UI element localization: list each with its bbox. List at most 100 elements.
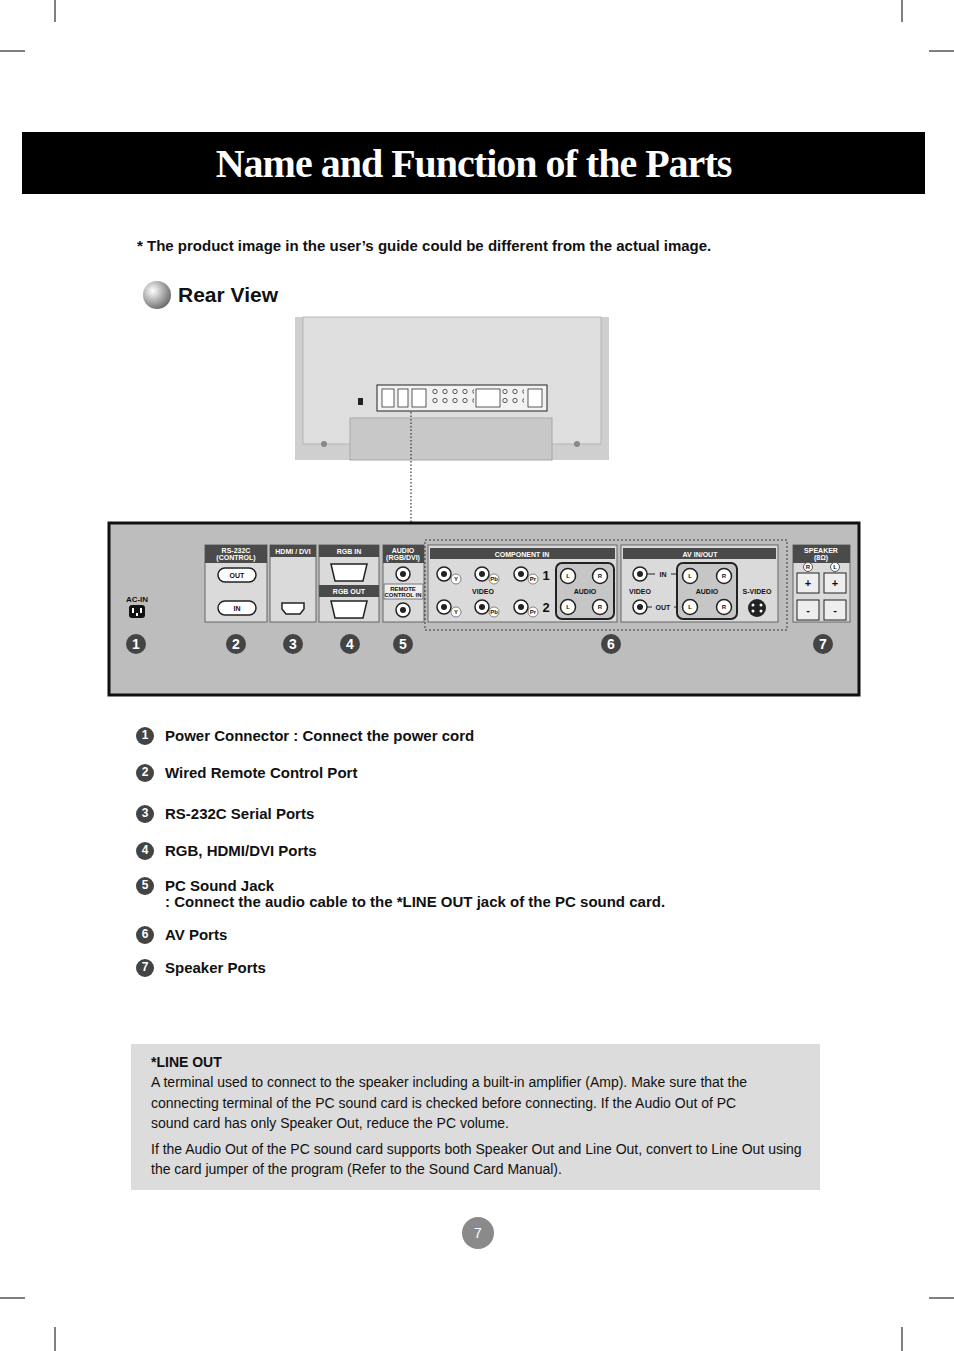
rear-photo bbox=[398, 389, 408, 407]
callout-number: 7 bbox=[819, 636, 827, 652]
hdmi-block bbox=[270, 545, 316, 557]
jack bbox=[528, 574, 538, 584]
section-heading: Rear View bbox=[178, 283, 278, 307]
jack bbox=[561, 569, 576, 584]
component-block bbox=[428, 545, 617, 622]
speaker-block bbox=[824, 600, 846, 620]
speaker-block bbox=[793, 545, 850, 563]
port-label: R bbox=[806, 564, 810, 570]
rs232c-block bbox=[205, 545, 267, 622]
component-block bbox=[428, 545, 617, 622]
port-group-title: AUDIO (RGB/DVI) bbox=[383, 547, 423, 561]
crop-mark bbox=[0, 51, 25, 52]
av-block bbox=[760, 610, 763, 613]
port-label: Y bbox=[454, 609, 458, 615]
component-block bbox=[556, 563, 614, 619]
port-label: VIDEO bbox=[472, 588, 494, 595]
list-bullet bbox=[136, 727, 154, 745]
jack bbox=[479, 604, 485, 610]
port-group-title: HDMI / DVI bbox=[275, 548, 310, 555]
port-label: S-VIDEO bbox=[743, 588, 772, 595]
port-group-title: AV IN/OUT bbox=[683, 551, 718, 558]
rear-panel: AC-INRS-232C (CONTROL)OUTINHDMI / DVIRGB… bbox=[109, 523, 859, 695]
list-number: 1 bbox=[142, 729, 149, 743]
rear-photo bbox=[412, 389, 426, 407]
port-label: Pb bbox=[490, 609, 498, 615]
jack bbox=[437, 600, 451, 614]
section-bullet bbox=[143, 281, 171, 309]
port-group: RGB INRGB OUT bbox=[319, 545, 379, 622]
jack bbox=[633, 600, 647, 614]
rear-photo bbox=[358, 398, 363, 405]
port-label: + bbox=[805, 578, 811, 589]
port-label: Pr bbox=[530, 609, 536, 615]
rear-photo bbox=[528, 389, 542, 407]
port-label: R bbox=[722, 604, 726, 610]
image-note: * The product image in the user’s guide … bbox=[137, 237, 711, 254]
port-label: R bbox=[722, 573, 726, 579]
jack bbox=[451, 574, 461, 584]
port-label: IN bbox=[660, 571, 667, 578]
port-group-title: RS-232C (CONTROL) bbox=[214, 547, 258, 561]
audio-block bbox=[400, 607, 406, 613]
av-block bbox=[647, 574, 655, 575]
section-bullet bbox=[143, 281, 171, 309]
component-block bbox=[430, 548, 615, 559]
callout-circle bbox=[601, 634, 621, 654]
rear-panel bbox=[140, 608, 142, 613]
speaker-block bbox=[824, 573, 846, 593]
port-label: R bbox=[598, 604, 602, 610]
callout-number: 2 bbox=[232, 636, 240, 652]
rs232c-block bbox=[205, 545, 267, 622]
page-title: Name and Function of the Parts bbox=[216, 140, 732, 187]
note-box: *LINE OUTA terminal used to connect to t… bbox=[131, 1044, 820, 1190]
rear-panel bbox=[136, 613, 138, 616]
rgb-block bbox=[331, 564, 367, 581]
jack bbox=[683, 569, 698, 584]
speaker-block bbox=[797, 573, 819, 593]
audio-block bbox=[383, 545, 424, 622]
av-block bbox=[674, 607, 677, 608]
port-group-title: SPEAKER (8Ω) bbox=[800, 547, 842, 561]
jack bbox=[637, 571, 643, 577]
av-block bbox=[621, 545, 778, 622]
port-group-title: COMPONENT IN bbox=[495, 551, 549, 558]
crop-mark bbox=[929, 51, 954, 52]
av-block bbox=[752, 610, 755, 613]
jack bbox=[437, 567, 451, 581]
note-paragraph: A terminal used to connect to the speake… bbox=[151, 1072, 751, 1134]
port-label: L bbox=[688, 604, 692, 610]
jack bbox=[437, 567, 732, 617]
rear-photo bbox=[321, 441, 327, 447]
callout-number: 4 bbox=[346, 636, 354, 652]
rs232c-block bbox=[205, 545, 267, 563]
jack bbox=[451, 607, 461, 617]
port-group: AV IN/OUTINLRVIDEOAUDIOS-VIDEOOUTLR bbox=[621, 545, 778, 622]
av-block bbox=[621, 545, 778, 622]
hdmi-block bbox=[270, 545, 316, 622]
port-label: OUT bbox=[230, 572, 245, 579]
part-description: Speaker Ports bbox=[165, 959, 266, 976]
callout-circle bbox=[226, 634, 246, 654]
jack bbox=[441, 571, 447, 577]
port-group: COMPONENT INYPbPr1LRVIDEOAUDIOYPbPr2LR bbox=[428, 545, 617, 622]
hdmi-block bbox=[282, 603, 304, 614]
callout-circle bbox=[813, 634, 833, 654]
av-block bbox=[748, 599, 766, 617]
list-number: 6 bbox=[142, 928, 149, 942]
port-label: L bbox=[566, 573, 570, 579]
list-number: 3 bbox=[142, 807, 149, 821]
port-label: L bbox=[833, 564, 837, 570]
crop-mark bbox=[902, 1327, 903, 1351]
jack bbox=[514, 600, 528, 614]
av-block bbox=[671, 574, 677, 575]
jack bbox=[637, 604, 643, 610]
list-number: 4 bbox=[142, 844, 149, 858]
port-label: AUDIO bbox=[696, 588, 719, 595]
rear-photo bbox=[295, 317, 609, 460]
rear-photo bbox=[410, 412, 411, 522]
rgb-block bbox=[319, 545, 379, 557]
note-heading: *LINE OUT bbox=[151, 1052, 806, 1072]
speaker-block bbox=[793, 545, 850, 622]
